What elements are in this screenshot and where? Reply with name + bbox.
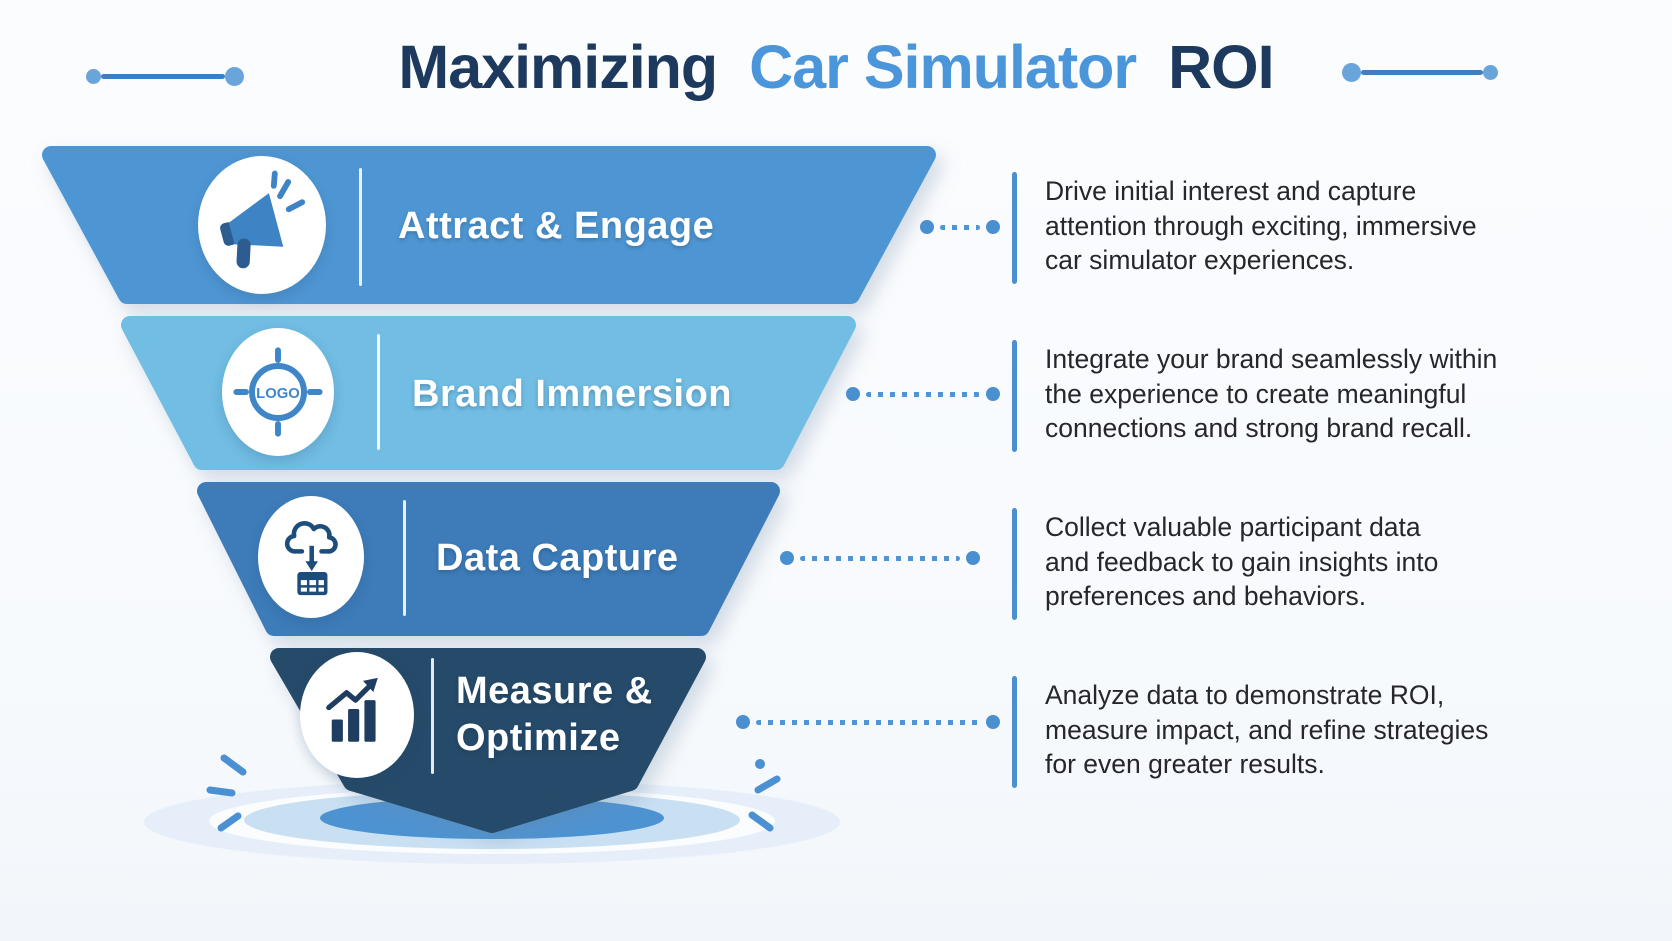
cloud-download-table-icon: [284, 521, 338, 596]
stage-3-label: Data Capture: [436, 537, 679, 579]
stage-1-divider: [359, 168, 362, 286]
stage-2-icon-badge: LOGO: [222, 328, 334, 456]
stage-1-icon-badge: [198, 156, 326, 294]
connector-stage-4: [736, 715, 1000, 729]
stage-1-label: Attract & Engage: [398, 205, 715, 247]
stage-1-description: Drive initial interest and capture atten…: [1012, 172, 1477, 284]
flourish-dot-icon: [225, 66, 244, 86]
description-line: Drive initial interest and capture: [1045, 176, 1417, 206]
stage-4-description: Analyze data to demonstrate ROI, measure…: [1012, 676, 1488, 788]
title-word-3: ROI: [1168, 33, 1274, 101]
connector-dotted-line: [756, 719, 980, 725]
growth-chart-icon: [326, 677, 378, 742]
stage-4-label: Measure & Optimize: [456, 670, 653, 759]
connector-stage-3: [780, 551, 980, 565]
connector-dotted-line: [866, 391, 980, 397]
description-line: Analyze data to demonstrate ROI,: [1045, 680, 1445, 710]
stage-3-divider: [403, 500, 406, 616]
flourish-dot-icon: [1483, 64, 1498, 80]
description-line: Integrate your brand seamlessly within: [1045, 344, 1498, 374]
connector-dot-icon: [846, 387, 860, 401]
title-flourish-left: [86, 66, 244, 86]
description-line: preferences and behaviors.: [1045, 581, 1367, 611]
title-flourish-right: [1342, 62, 1498, 82]
stage-2-description: Integrate your brand seamlessly within t…: [1012, 340, 1497, 452]
connector-stage-1: [920, 220, 1000, 234]
connector-dot-icon: [966, 551, 980, 565]
stage-1-description-text: Drive initial interest and capture atten…: [1045, 172, 1477, 284]
title-word-1: Maximizing: [398, 33, 718, 101]
stage-4-icon-badge: [300, 652, 414, 778]
stage-2-description-text: Integrate your brand seamlessly within t…: [1045, 340, 1497, 452]
description-line: and feedback to gain insights into: [1045, 546, 1439, 577]
description-line: Collect valuable participant data: [1045, 512, 1421, 542]
connector-dotted-line: [800, 555, 960, 561]
description-accent-bar: [1012, 676, 1017, 788]
stage-4-description-text: Analyze data to demonstrate ROI, measure…: [1045, 676, 1488, 788]
sparkle-burst-left-icon: [206, 754, 247, 832]
megaphone-icon: [220, 170, 306, 269]
description-accent-bar: [1012, 340, 1017, 452]
page-title: Maximizing Car Simulator ROI: [0, 30, 1672, 104]
flourish-line: [1361, 69, 1483, 75]
sparkle-burst-right-icon: [748, 759, 781, 832]
description-line: car simulator experiences.: [1045, 245, 1355, 275]
flourish-dot-icon: [1342, 62, 1361, 82]
flourish-line: [101, 73, 225, 79]
description-line: the experience to create meaningful: [1045, 378, 1467, 409]
description-accent-bar: [1012, 508, 1017, 620]
description-line: connections and strong brand recall.: [1045, 413, 1473, 443]
connector-stage-2: [846, 387, 1000, 401]
description-line: for even greater results.: [1045, 749, 1325, 779]
stage-4-divider: [431, 658, 434, 774]
description-line: attention through exciting, immersive: [1045, 210, 1477, 241]
logo-text: LOGO: [256, 386, 300, 402]
connector-dot-icon: [780, 551, 794, 565]
description-line: measure impact, and refine strategies: [1045, 714, 1489, 745]
connector-dot-icon: [736, 715, 750, 729]
logo-target-icon: LOGO: [233, 347, 323, 437]
description-accent-bar: [1012, 172, 1017, 284]
stage-2-divider: [377, 334, 380, 450]
connector-dot-icon: [986, 387, 1000, 401]
connector-dotted-line: [940, 224, 980, 230]
connector-dot-icon: [986, 715, 1000, 729]
stage-3-description-text: Collect valuable participant data and fe…: [1045, 508, 1438, 620]
stage-3-icon-badge: [258, 496, 364, 618]
title-word-2: Car Simulator: [749, 33, 1137, 101]
flourish-dot-icon: [86, 68, 101, 84]
stage-3-description: Collect valuable participant data and fe…: [1012, 508, 1438, 620]
connector-dot-icon: [920, 220, 934, 234]
stage-2-label: Brand Immersion: [412, 373, 733, 415]
connector-dot-icon: [986, 220, 1000, 234]
